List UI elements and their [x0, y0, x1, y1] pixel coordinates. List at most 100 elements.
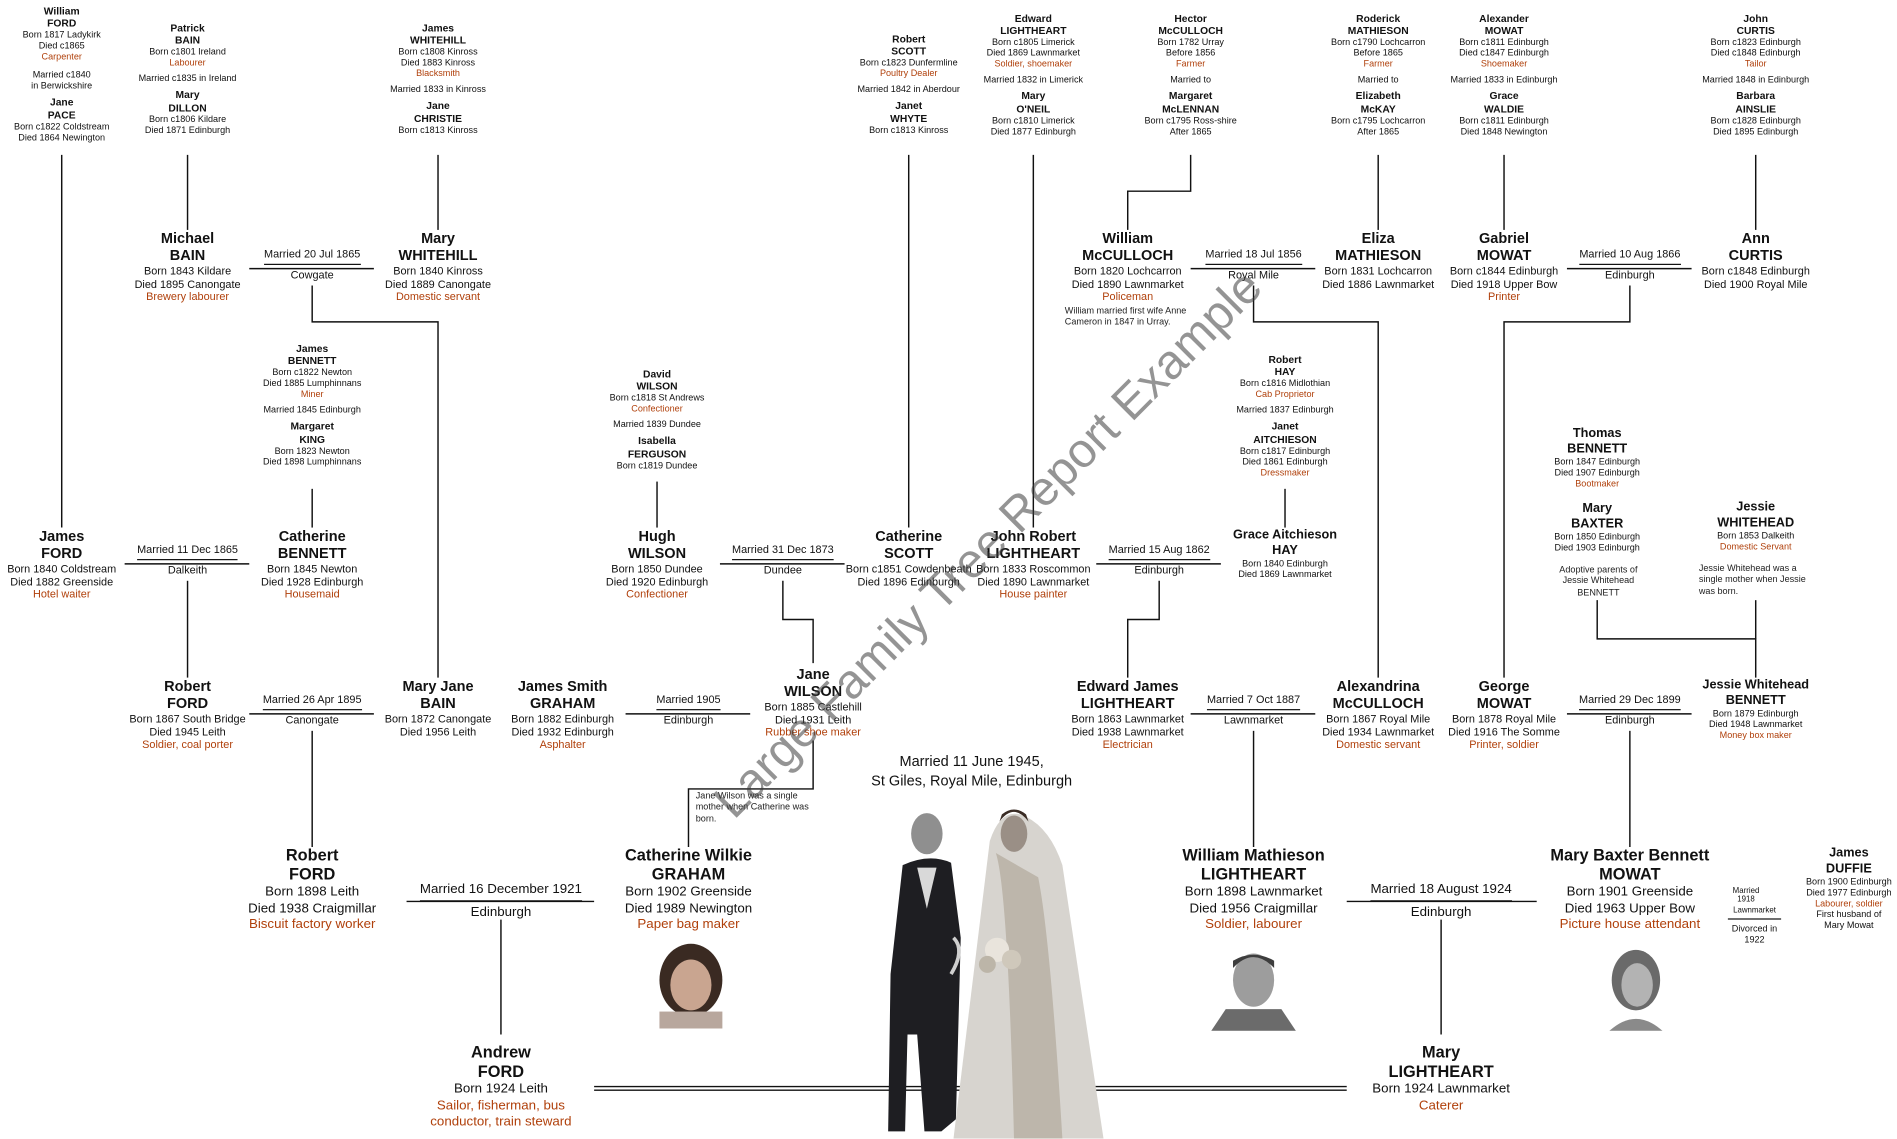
- person-born: Born c1813 Kinross: [398, 124, 478, 136]
- person-surname: FORD: [47, 17, 77, 30]
- marriage-date: Married 18 August 1924: [1370, 882, 1512, 902]
- marriage-date: Married 7 Oct 1887: [1206, 693, 1301, 711]
- marriage-duffie: Married 1918 Lawnmarket Divorced in 1922: [1727, 883, 1782, 946]
- marriage-place: Lawnmarket: [1223, 713, 1284, 726]
- person-john-robert-lightheart: John Robert LIGHTHEART Born 1833 Roscomm…: [976, 528, 1090, 602]
- person-died: Died c1847 Edinburgh: [1459, 47, 1549, 59]
- person-surname: McCULLOCH: [1332, 695, 1424, 712]
- person-surname: AINSLIE: [1735, 102, 1776, 115]
- person-occupation: Biscuit factory worker: [248, 916, 376, 932]
- marriage-place: Dundee: [763, 563, 802, 576]
- person-william-mcculloch: William McCULLOCH Born 1820 Lochcarron D…: [1072, 230, 1184, 304]
- person-surname: MOWAT: [1599, 865, 1661, 884]
- person-first-name: Mary: [175, 88, 200, 101]
- person-robert-ford-1867: Robert FORD Born 1867 South Bridge Died …: [129, 678, 245, 752]
- person-eliza-mathieson: Eliza MATHIESON Born 1831 Lochcarron Die…: [1322, 230, 1434, 291]
- person-died: Died 1907 Edinburgh: [1554, 467, 1640, 479]
- person-surname: WILSON: [636, 380, 678, 393]
- person-robert-ford-1898: Robert FORD Born 1898 Leith Died 1938 Cr…: [248, 846, 376, 933]
- person-first-name: Jane: [426, 99, 450, 112]
- person-surname: BAIN: [169, 247, 206, 265]
- marriage-date: Married 1833 in Edinburgh: [1450, 74, 1558, 86]
- divorce-note: Divorced in 1922: [1731, 923, 1778, 946]
- person-surname: BENNETT: [287, 354, 337, 367]
- person-occupation: Domestic servant: [395, 290, 481, 303]
- person-died: Died 1948 Lawnmarket: [1709, 718, 1803, 730]
- person-died: Died 1956 Craigmillar: [1189, 900, 1318, 916]
- person-surname: WHITEHILL: [398, 247, 478, 265]
- person-died: Died c1865: [38, 40, 85, 52]
- person-surname: MOWAT: [1476, 695, 1532, 712]
- person-born: Born 1867 South Bridge: [129, 712, 246, 725]
- person-surname: LIGHTHEART: [1388, 1062, 1494, 1081]
- person-born: Born c1828 Edinburgh: [1710, 114, 1801, 126]
- person-first-name: Mary: [1021, 89, 1046, 103]
- marriage-date: Married 11 Dec 1865: [137, 543, 239, 561]
- person-mary-baxter-bennett-mowat: Mary Baxter Bennett MOWAT Born 1901 Gree…: [1550, 846, 1709, 933]
- person-first-name: James Smith: [517, 677, 608, 695]
- person-surname: MOWAT: [1476, 247, 1532, 265]
- marriage-wilson-scott: Married 31 Dec 1873 Dundee: [732, 543, 834, 576]
- person-first-name: Robert: [164, 677, 211, 695]
- person-jane-wilson: Jane WILSON Born 1885 Castlehill Died 19…: [764, 666, 861, 740]
- person-died: Died 1903 Edinburgh: [1554, 542, 1640, 554]
- person-ann-curtis: Ann CURTIS Born c1848 Edinburgh Died 190…: [1702, 230, 1810, 291]
- person-alexandrina-mcculloch: Alexandrina McCULLOCH Born 1867 Royal Mi…: [1322, 678, 1434, 752]
- person-mary-jane-bain: Mary Jane BAIN Born 1872 Canongate Died …: [385, 678, 492, 739]
- person-james-duffie: James DUFFIE Born 1900 Edinburgh Died 19…: [1806, 846, 1892, 931]
- person-born: Born c1811 Edinburgh: [1459, 36, 1549, 48]
- person-occupation: Paper bag maker: [637, 916, 740, 932]
- wedding-caption: Married 11 June 1945, St Giles, Royal Mi…: [871, 751, 1072, 790]
- marriage-lightheart-hay: Married 15 Aug 1862 Edinburgh: [1108, 543, 1210, 576]
- marriage-place: Canongate: [285, 713, 339, 726]
- person-surname: LIGHTHEART: [1080, 695, 1175, 712]
- marriage-date: Married 20 Jul 1865: [264, 248, 361, 265]
- person-george-mowat: George MOWAT Born 1878 Royal Mile Died 1…: [1448, 678, 1560, 752]
- person-first-name: Catherine Wilkie: [625, 845, 752, 864]
- marriage-ford-graham: Married 16 December 1921 Edinburgh: [419, 882, 582, 920]
- person-note: Mary Mowat: [1824, 919, 1874, 931]
- person-died: Died 1916 The Somme: [1448, 725, 1560, 738]
- person-born: Born c1823 Edinburgh: [1710, 36, 1801, 48]
- person-occupation: Poultry Dealer: [879, 68, 938, 80]
- person-occupation: Soldier, coal porter: [142, 738, 233, 751]
- person-surname: FORD: [289, 865, 336, 884]
- person-first-name: Margaret: [290, 420, 334, 433]
- person-died: Died 1956 Leith: [399, 725, 477, 738]
- person-first-name: Edward James: [1076, 677, 1179, 695]
- person-died: Before 1856: [1165, 47, 1216, 59]
- person-hugh-wilson: Hugh WILSON Born 1850 Dundee Died 1920 E…: [606, 528, 708, 602]
- person-first-name: William: [43, 4, 80, 17]
- person-james-bennett: James BENNETT Born c1822 Newton Died 188…: [263, 342, 361, 466]
- person-first-name: Mary: [421, 229, 455, 247]
- person-first-name: Mary: [1582, 500, 1613, 516]
- person-occupation: Confectioner: [626, 588, 688, 601]
- person-surname: GRAHAM: [651, 865, 726, 884]
- person-william-mathieson-lightheart: William Mathieson LIGHTHEART Born 1898 L…: [1182, 846, 1324, 933]
- person-james-ford: James FORD Born 1840 Coldstream Died 188…: [7, 528, 116, 602]
- person-born: Born 1900 Edinburgh: [1805, 876, 1892, 888]
- wedding-date: Married 11 June 1945,: [899, 752, 1044, 770]
- person-born: Born 1853 Dalkeith: [1717, 530, 1795, 542]
- person-surname: WHITEHILL: [410, 34, 467, 47]
- person-died: Died 1989 Newington: [624, 900, 753, 916]
- marriage-date: Married 26 Apr 1895: [262, 693, 362, 711]
- person-surname: McLENNAN: [1162, 102, 1220, 115]
- person-born: Born c1851 Cowdenbeath: [845, 562, 972, 575]
- person-first-name: Edward: [1014, 12, 1052, 25]
- person-roderick-mathieson: Roderick MATHIESON Born c1790 Lochcarron…: [1331, 12, 1425, 136]
- person-born: Born 1901 Greenside: [1566, 884, 1694, 900]
- person-born: Born 1843 Kildare: [143, 264, 232, 277]
- person-born: Born 1833 Roscommon: [976, 562, 1091, 575]
- marriage-date: Married 1848 in Edinburgh: [1702, 74, 1810, 86]
- marriage-place: Dalkeith: [167, 563, 208, 576]
- person-first-name: Eliza: [1361, 229, 1395, 247]
- person-first-name: Catherine: [278, 527, 346, 545]
- marriage-lightheart-mcculloch: Married 7 Oct 1887 Lawnmarket: [1206, 693, 1301, 726]
- marriage-date: Married 31 Dec 1873: [732, 543, 834, 561]
- person-surname: SCOTT: [891, 44, 927, 58]
- person-died: Died 1918 Upper Bow: [1450, 277, 1558, 290]
- person-died: Died 1920 Edinburgh: [605, 575, 709, 588]
- marriage-place: Edinburgh: [1410, 905, 1472, 920]
- marriage-place: in Berwickshire: [31, 80, 93, 92]
